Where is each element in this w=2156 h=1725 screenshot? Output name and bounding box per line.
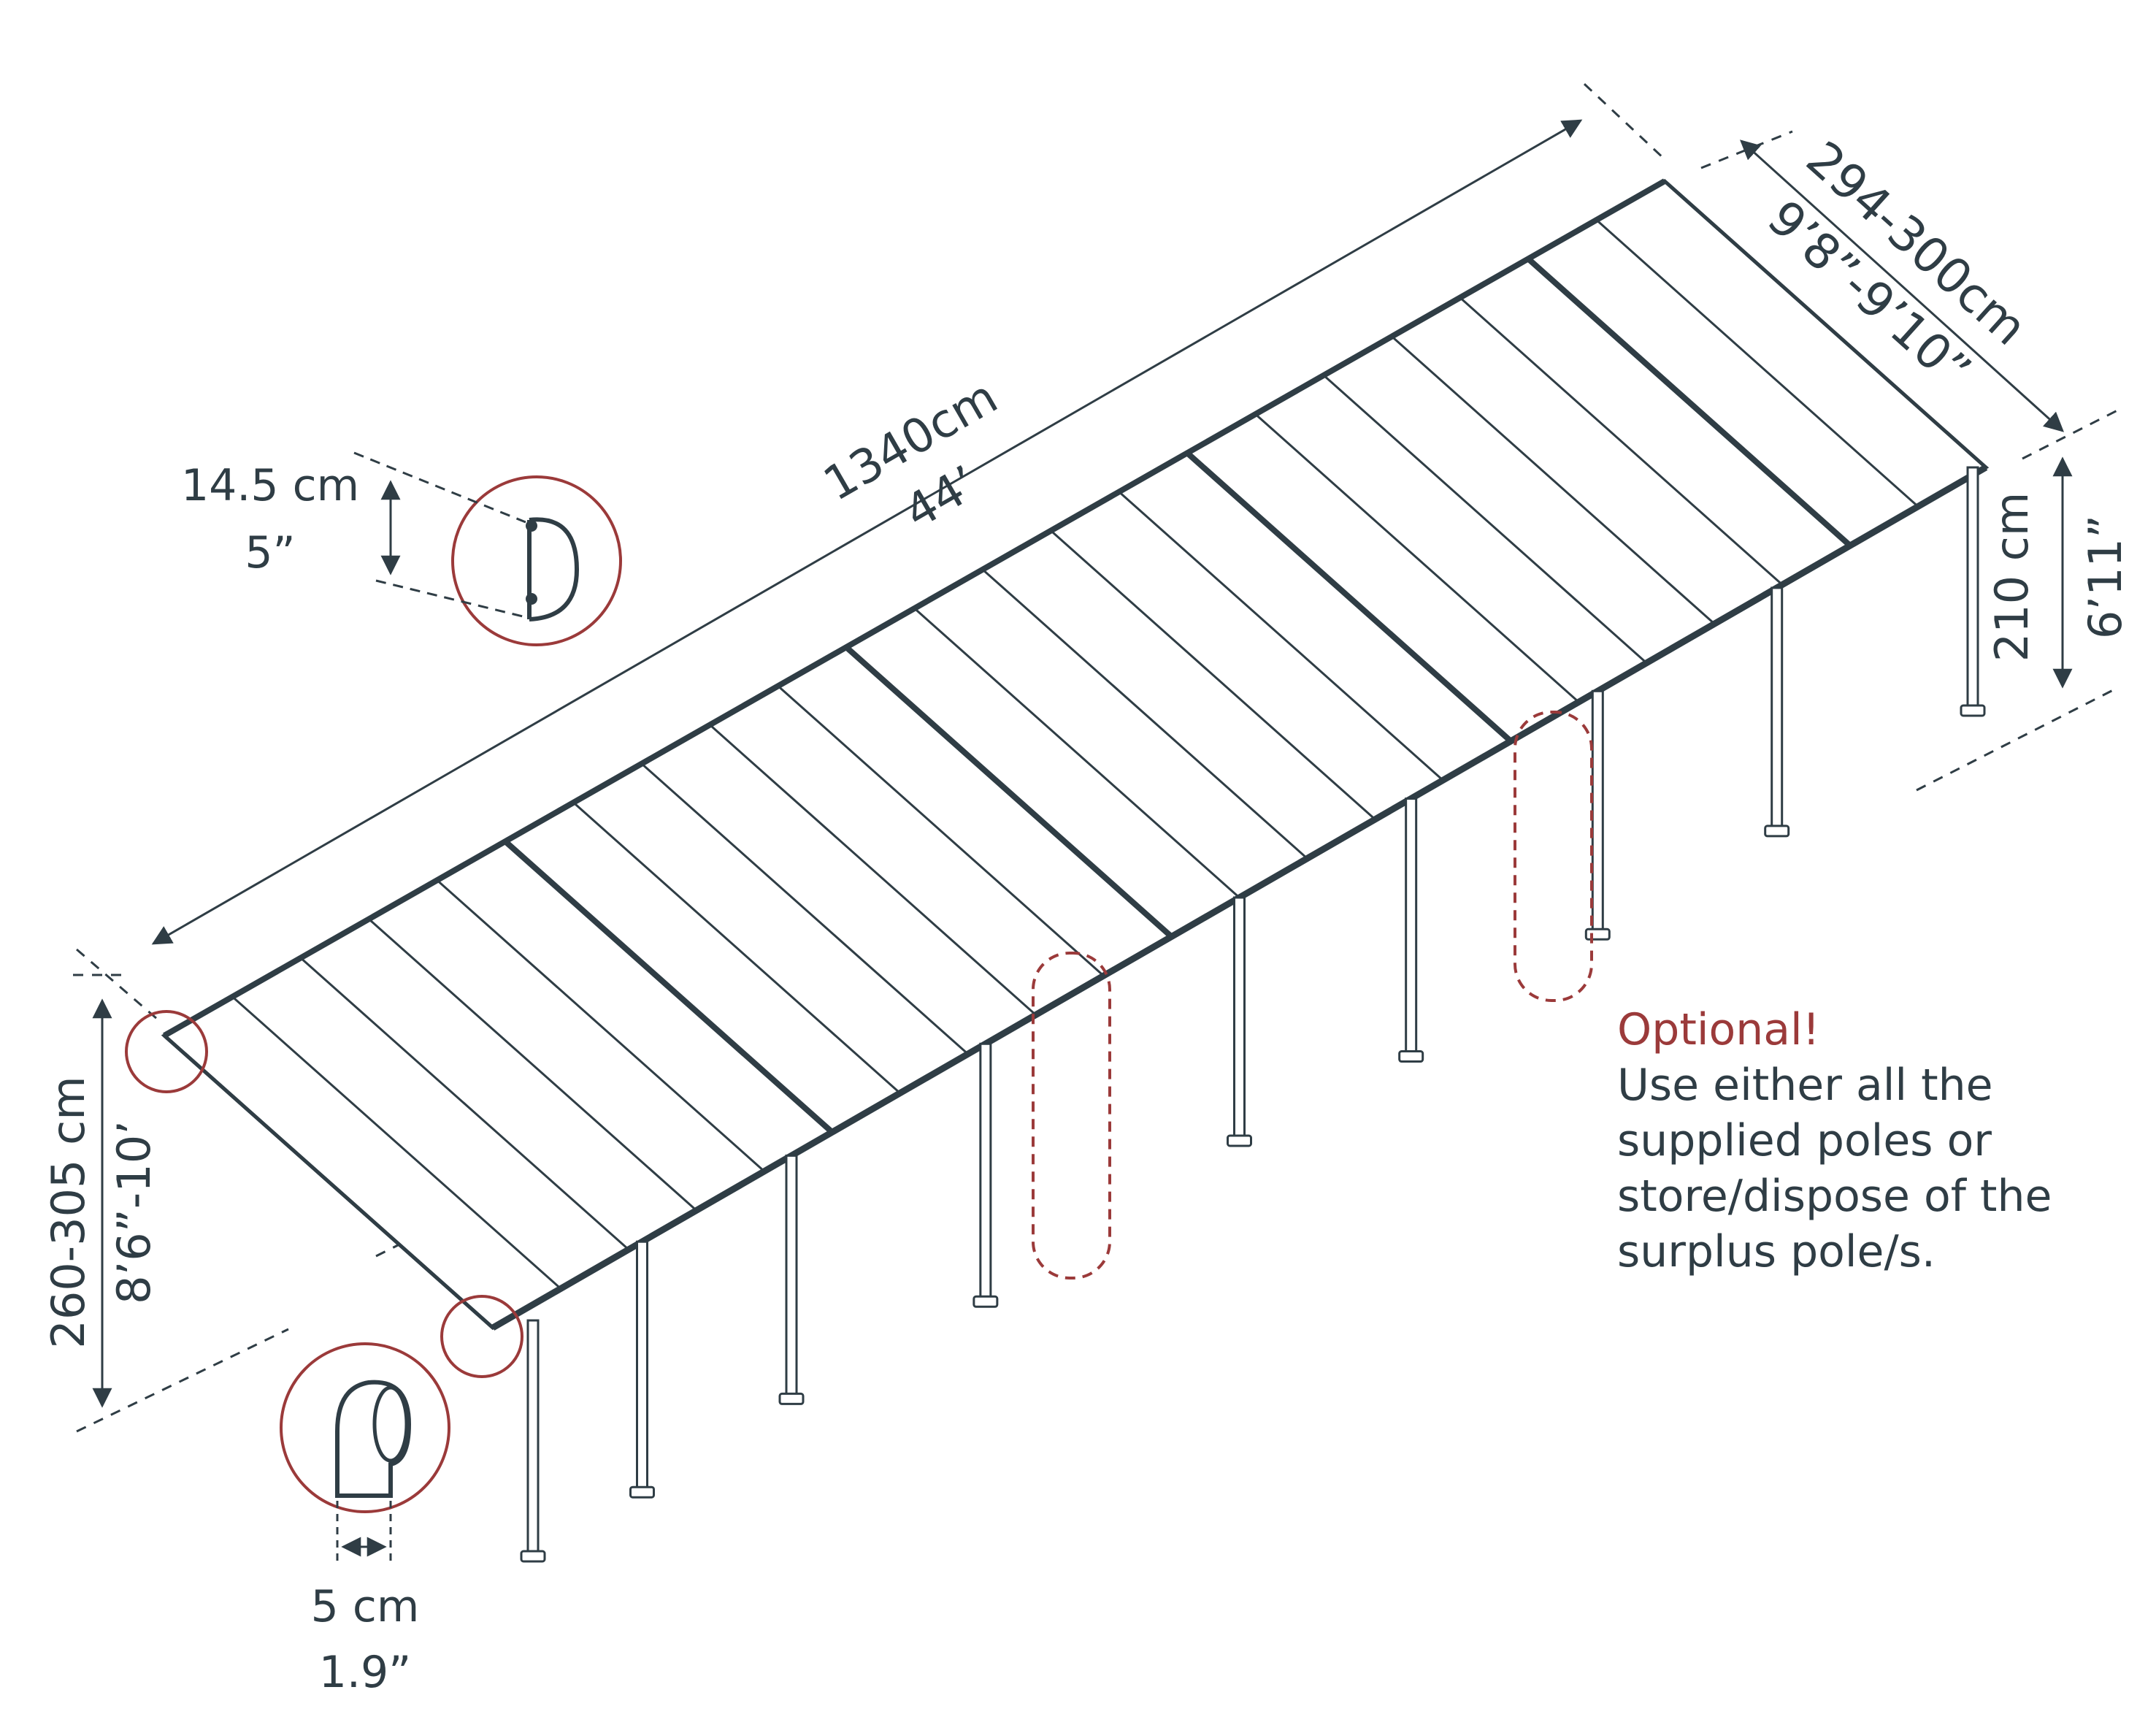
post-foot	[629, 1485, 655, 1499]
post-width-cm-label: 5 cm	[311, 1581, 420, 1632]
panel-divider	[1595, 219, 1919, 508]
post-foot	[1398, 1050, 1424, 1063]
post-shaft	[636, 1240, 648, 1491]
support-post	[778, 1154, 805, 1405]
panel-divider	[368, 918, 697, 1212]
front-height-ft-label: 8’6”-10’	[107, 1120, 161, 1304]
post-connector-icon	[335, 1380, 412, 1498]
optional-note-line-1: Use either all the	[1617, 1060, 1993, 1111]
post-shaft	[526, 1319, 540, 1556]
optional-note-line-3: store/dispose of the	[1617, 1171, 2052, 1222]
front-height-cm-label: 260-305 cm	[42, 1076, 95, 1348]
section-beam	[1526, 256, 1852, 548]
section-beam	[844, 645, 1174, 939]
panel-divider	[913, 607, 1240, 899]
post-foot	[778, 1392, 805, 1405]
post-foot	[1960, 704, 1986, 717]
support-post	[1960, 466, 1986, 717]
optional-note-line-4: surplus pole/s.	[1617, 1226, 1936, 1277]
dimension-arrows	[92, 119, 2073, 1408]
post-foot	[972, 1295, 999, 1308]
optional-note: Optional! Use either all the supplied po…	[1617, 1002, 2143, 1280]
panel-divider	[1459, 297, 1784, 586]
gutter-height-in-label: 5”	[245, 527, 295, 578]
post-foot	[1227, 1134, 1252, 1147]
optional-pole-highlight-1	[1032, 952, 1111, 1280]
section-beam	[1185, 451, 1513, 743]
post-shaft	[785, 1154, 798, 1398]
post-shaft	[1405, 798, 1418, 1056]
panel-divider	[1391, 335, 1716, 625]
post-shaft	[1591, 689, 1604, 933]
panel-divider	[231, 995, 561, 1290]
wall-bracket-detail-circle	[125, 1010, 208, 1093]
support-post	[972, 1042, 999, 1308]
front-corner-detail-circle	[440, 1295, 523, 1378]
post-width-in-label: 1.9”	[319, 1647, 412, 1698]
section-beam	[503, 839, 835, 1135]
optional-pole-highlight-2	[1514, 711, 1593, 1002]
back-height-ft-label: 6’11”	[2079, 515, 2132, 639]
panel-divider	[640, 762, 969, 1055]
post-shaft	[979, 1042, 992, 1301]
post-foot	[1764, 825, 1790, 838]
panel-divider	[436, 879, 765, 1172]
post-profile-detail	[280, 1342, 450, 1567]
width-arrow	[1739, 139, 2065, 432]
support-post	[1398, 798, 1424, 1063]
gutter-profile-detail	[353, 451, 622, 646]
support-post	[1227, 896, 1252, 1147]
gutter-profile-icon	[527, 517, 580, 621]
extension-lines	[73, 83, 2118, 1433]
panel-divider	[1254, 413, 1580, 703]
panel-divider	[572, 801, 901, 1094]
support-post	[1764, 586, 1790, 838]
post-foot	[1584, 927, 1611, 941]
post-shaft	[1771, 586, 1784, 830]
post-shaft	[1966, 466, 1979, 710]
gutter-height-cm-label: 14.5 cm	[181, 460, 359, 511]
support-posts	[520, 466, 1986, 1563]
roof-canopy	[161, 178, 1990, 1331]
left-rafter	[163, 1034, 494, 1329]
panel-divider	[1118, 491, 1444, 781]
length-arrow	[151, 119, 1583, 945]
post-shaft	[1233, 896, 1246, 1140]
optional-note-line-2: supplied poles or	[1617, 1115, 1992, 1166]
support-post	[1584, 689, 1611, 941]
support-post	[629, 1240, 655, 1499]
panel-divider	[1322, 374, 1648, 664]
panel-divider	[1050, 529, 1376, 821]
optional-note-title: Optional!	[1617, 1004, 1820, 1055]
panel-divider	[777, 685, 1105, 977]
panel-divider	[709, 724, 1037, 1016]
back-height-cm-label: 210 cm	[1985, 492, 2038, 662]
panel-divider	[981, 568, 1308, 860]
support-post	[520, 1319, 546, 1563]
post-foot	[520, 1550, 546, 1563]
panel-divider	[299, 957, 629, 1251]
